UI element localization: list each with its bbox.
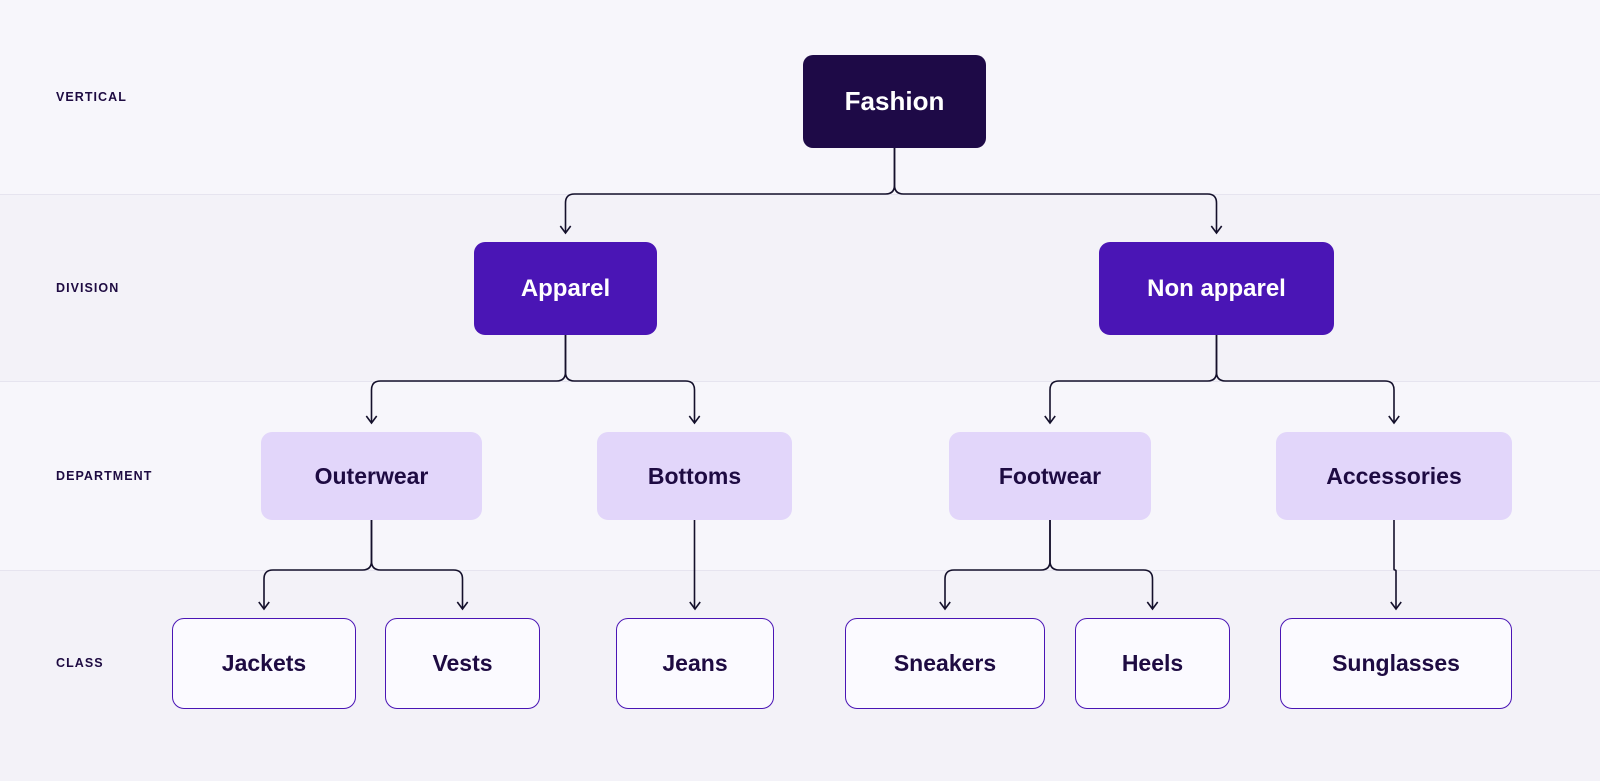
node-sunglasses[interactable]: Sunglasses — [1280, 618, 1512, 709]
node-label-vests: Vests — [432, 650, 493, 676]
tier-label-class: CLASS — [56, 656, 104, 670]
node-label-jackets: Jackets — [221, 650, 307, 676]
node-label-apparel: Apparel — [520, 274, 611, 302]
tier-band-division — [0, 195, 1600, 381]
node-jeans[interactable]: Jeans — [616, 618, 774, 709]
node-label-sneakers: Sneakers — [893, 650, 997, 676]
node-accessories[interactable]: Accessories — [1276, 432, 1512, 520]
tier-divider-division — [0, 194, 1600, 195]
node-footwear[interactable]: Footwear — [949, 432, 1151, 520]
node-heels[interactable]: Heels — [1075, 618, 1230, 709]
tier-label-division: DIVISION — [56, 281, 120, 295]
node-outerwear[interactable]: Outerwear — [261, 432, 482, 520]
node-apparel[interactable]: Apparel — [474, 242, 657, 335]
node-vests[interactable]: Vests — [385, 618, 540, 709]
node-label-sunglasses: Sunglasses — [1332, 650, 1460, 676]
tier-label-department: DEPARTMENT — [56, 469, 153, 483]
node-label-nonapparel: Non apparel — [1147, 274, 1286, 302]
node-nonapparel[interactable]: Non apparel — [1099, 242, 1334, 335]
node-label-jeans: Jeans — [662, 650, 728, 676]
node-bottoms[interactable]: Bottoms — [597, 432, 792, 520]
node-label-bottoms: Bottoms — [647, 462, 742, 489]
node-label-fashion: Fashion — [844, 86, 945, 116]
node-sneakers[interactable]: Sneakers — [845, 618, 1045, 709]
tier-label-vertical: VERTICAL — [56, 90, 127, 104]
node-label-outerwear: Outerwear — [314, 462, 429, 489]
tier-divider-department — [0, 381, 1600, 382]
node-fashion[interactable]: Fashion — [803, 55, 986, 148]
node-label-accessories: Accessories — [1326, 462, 1462, 489]
node-jackets[interactable]: Jackets — [172, 618, 356, 709]
tier-divider-class — [0, 570, 1600, 571]
node-label-footwear: Footwear — [998, 462, 1102, 489]
tier-band-vertical — [0, 0, 1600, 194]
node-label-heels: Heels — [1121, 650, 1184, 676]
